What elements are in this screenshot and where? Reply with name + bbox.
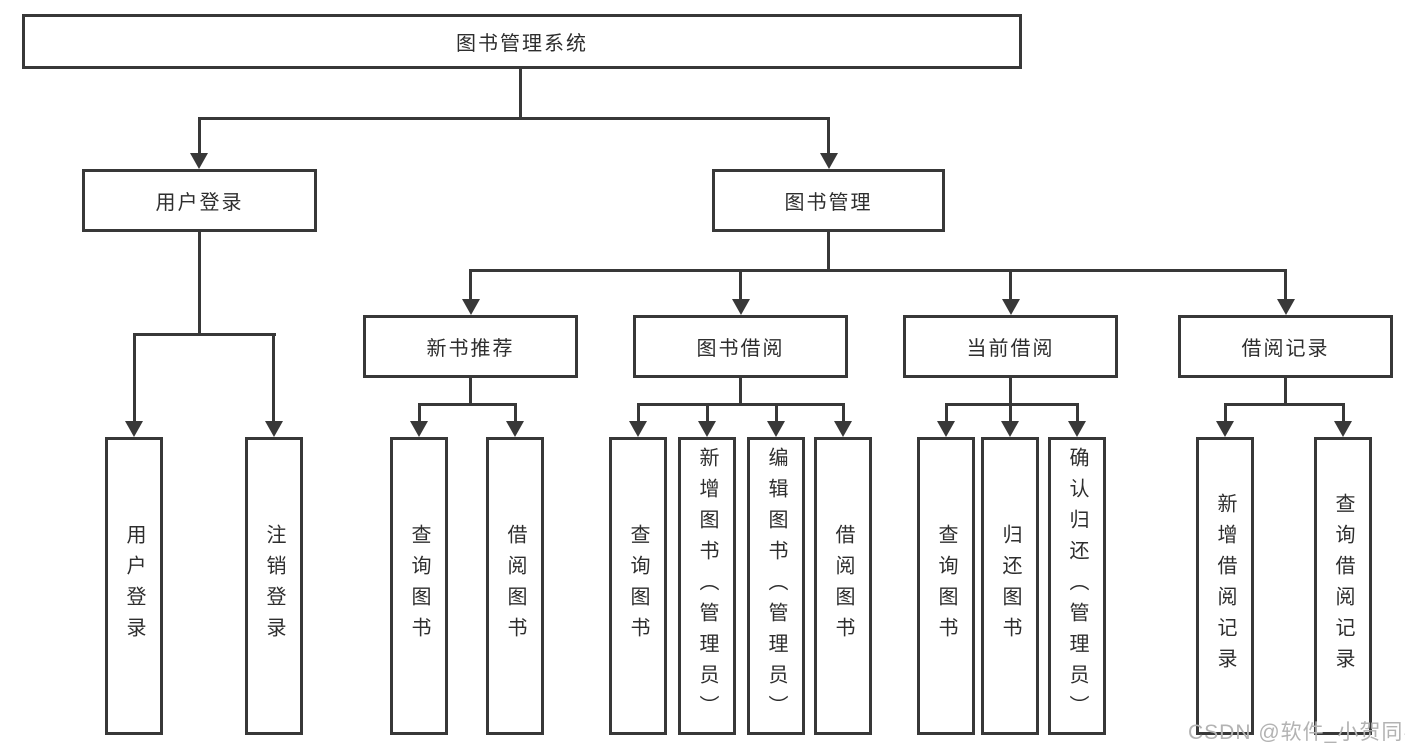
node-label: 查询借阅记录 bbox=[1332, 493, 1354, 679]
node-label: 图书借阅 bbox=[696, 338, 785, 360]
connector-line bbox=[637, 403, 640, 421]
connector-line bbox=[133, 333, 276, 336]
node-current-borrow: 当前借阅 bbox=[903, 315, 1118, 378]
node-label: 查询图书 bbox=[935, 524, 957, 648]
arrow-down-icon bbox=[190, 153, 208, 169]
leaf-query-borrow-record: 查询借阅记录 bbox=[1314, 437, 1372, 735]
node-label: 用户登录 bbox=[155, 192, 244, 214]
connector-line bbox=[827, 232, 830, 271]
arrow-down-icon bbox=[1334, 421, 1352, 437]
leaf-query-book-borrow: 查询图书 bbox=[609, 437, 667, 735]
node-label: 查询图书 bbox=[627, 524, 649, 648]
leaf-borrow-book-recommend: 借阅图书 bbox=[486, 437, 544, 735]
leaf-borrow-book: 借阅图书 bbox=[814, 437, 872, 735]
leaf-query-book-recommend: 查询图书 bbox=[390, 437, 448, 735]
node-label: 查询图书 bbox=[408, 524, 430, 648]
connector-line bbox=[706, 403, 709, 421]
connector-line bbox=[272, 333, 275, 421]
node-label: 当前借阅 bbox=[966, 338, 1055, 360]
arrow-down-icon bbox=[462, 299, 480, 315]
node-label: 新增图书（管理员） bbox=[696, 446, 718, 726]
node-label: 借阅图书 bbox=[832, 524, 854, 648]
node-label: 归还图书 bbox=[999, 524, 1021, 648]
leaf-user-login: 用户登录 bbox=[105, 437, 163, 735]
arrow-down-icon bbox=[834, 421, 852, 437]
connector-line bbox=[945, 403, 1079, 406]
connector-line bbox=[842, 403, 845, 421]
connector-line bbox=[469, 269, 1287, 272]
connector-line bbox=[469, 269, 472, 299]
connector-line bbox=[739, 269, 742, 299]
arrow-down-icon bbox=[1277, 299, 1295, 315]
arrow-down-icon bbox=[1002, 299, 1020, 315]
leaf-edit-book-admin: 编辑图书（管理员） bbox=[747, 437, 805, 735]
arrow-down-icon bbox=[125, 421, 143, 437]
connector-line bbox=[1076, 403, 1079, 421]
connector-line bbox=[827, 117, 830, 157]
connector-line bbox=[133, 333, 136, 421]
connector-line bbox=[418, 403, 421, 421]
leaf-return-book: 归还图书 bbox=[981, 437, 1039, 735]
connector-line bbox=[739, 378, 742, 405]
arrow-down-icon bbox=[820, 153, 838, 169]
connector-line bbox=[1009, 378, 1012, 405]
node-new-book-recommend: 新书推荐 bbox=[363, 315, 578, 378]
arrow-down-icon bbox=[937, 421, 955, 437]
arrow-down-icon bbox=[265, 421, 283, 437]
connector-line bbox=[1342, 403, 1345, 421]
connector-line bbox=[1284, 269, 1287, 299]
node-label: 新增借阅记录 bbox=[1214, 493, 1236, 679]
node-book-borrow: 图书借阅 bbox=[633, 315, 848, 378]
node-label: 借阅图书 bbox=[504, 524, 526, 648]
node-label: 注销登录 bbox=[263, 524, 285, 648]
arrow-down-icon bbox=[1068, 421, 1086, 437]
leaf-query-book-current: 查询图书 bbox=[917, 437, 975, 735]
node-library-management-system: 图书管理系统 bbox=[22, 14, 1022, 69]
node-label: 图书管理系统 bbox=[456, 33, 588, 55]
connector-line bbox=[1224, 403, 1227, 421]
connector-line bbox=[637, 403, 845, 406]
node-label: 用户登录 bbox=[123, 524, 145, 648]
connector-line bbox=[1009, 269, 1012, 299]
node-borrow-record: 借阅记录 bbox=[1178, 315, 1393, 378]
connector-line bbox=[198, 232, 201, 333]
connector-line bbox=[469, 378, 472, 405]
node-label: 图书管理 bbox=[784, 192, 873, 214]
connector-line bbox=[945, 403, 948, 421]
arrow-down-icon bbox=[732, 299, 750, 315]
connector-line bbox=[775, 403, 778, 421]
leaf-add-book-admin: 新增图书（管理员） bbox=[678, 437, 736, 735]
connector-line bbox=[198, 117, 201, 157]
connector-line bbox=[418, 403, 517, 406]
node-label: 借阅记录 bbox=[1241, 338, 1330, 360]
connector-line bbox=[1009, 403, 1012, 421]
csdn-watermark: CSDN @软件_小贺同学 bbox=[1188, 721, 1405, 744]
connector-line bbox=[1224, 403, 1345, 406]
arrow-down-icon bbox=[629, 421, 647, 437]
node-user-login: 用户登录 bbox=[82, 169, 317, 232]
arrow-down-icon bbox=[506, 421, 524, 437]
connector-line bbox=[1284, 378, 1287, 405]
leaf-add-borrow-record: 新增借阅记录 bbox=[1196, 437, 1254, 735]
connector-line bbox=[514, 403, 517, 421]
leaf-logout-login: 注销登录 bbox=[245, 437, 303, 735]
node-label: 新书推荐 bbox=[426, 338, 515, 360]
arrow-down-icon bbox=[767, 421, 785, 437]
connector-line bbox=[519, 69, 522, 117]
node-book-management: 图书管理 bbox=[712, 169, 945, 232]
leaf-confirm-return-admin: 确认归还（管理员） bbox=[1048, 437, 1106, 735]
arrow-down-icon bbox=[410, 421, 428, 437]
arrow-down-icon bbox=[698, 421, 716, 437]
connector-line bbox=[198, 117, 830, 120]
arrow-down-icon bbox=[1216, 421, 1234, 437]
node-label: 编辑图书（管理员） bbox=[765, 446, 787, 726]
node-label: 确认归还（管理员） bbox=[1066, 446, 1088, 726]
arrow-down-icon bbox=[1001, 421, 1019, 437]
